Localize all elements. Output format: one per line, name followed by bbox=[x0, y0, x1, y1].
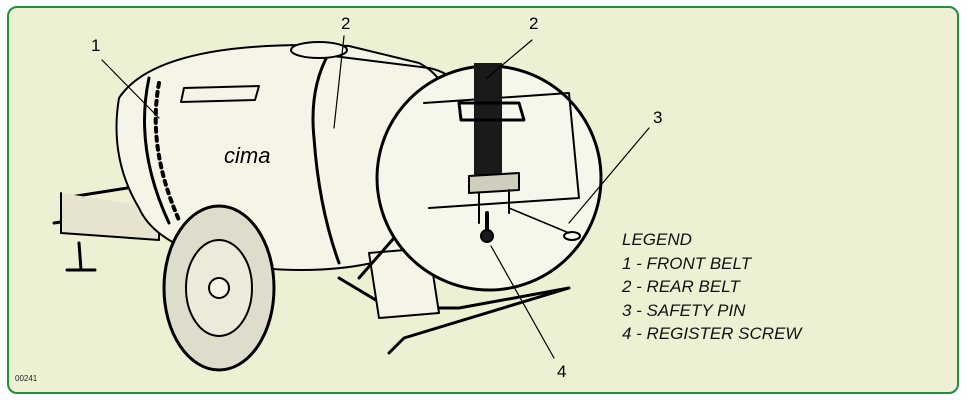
callout-safety-pin: 3 bbox=[653, 108, 663, 127]
callout-register-screw: 4 bbox=[557, 362, 567, 381]
legend: LEGEND 1 - FRONT BELT 2 - REAR BELT 3 - … bbox=[622, 228, 801, 346]
figure-code: 00241 bbox=[15, 374, 38, 383]
figure-frame: cima 1 2 2 bbox=[7, 6, 959, 394]
callout-rear-belt: 2 bbox=[341, 14, 351, 33]
legend-item: 4 - REGISTER SCREW bbox=[622, 324, 802, 343]
brand-logo: cima bbox=[224, 143, 270, 168]
rear-belt bbox=[474, 63, 502, 183]
legend-item: 1 - FRONT BELT bbox=[622, 253, 752, 273]
callout-front-belt: 1 bbox=[91, 36, 101, 55]
legend-title: LEGEND bbox=[622, 230, 692, 249]
sprayer-illustration: cima bbox=[52, 35, 650, 372]
legend-item: 2 - REAR BELT bbox=[622, 277, 740, 296]
legend-item: 3 - SAFETY PIN bbox=[622, 300, 746, 320]
callout-rear-belt-detail: 2 bbox=[529, 14, 539, 33]
